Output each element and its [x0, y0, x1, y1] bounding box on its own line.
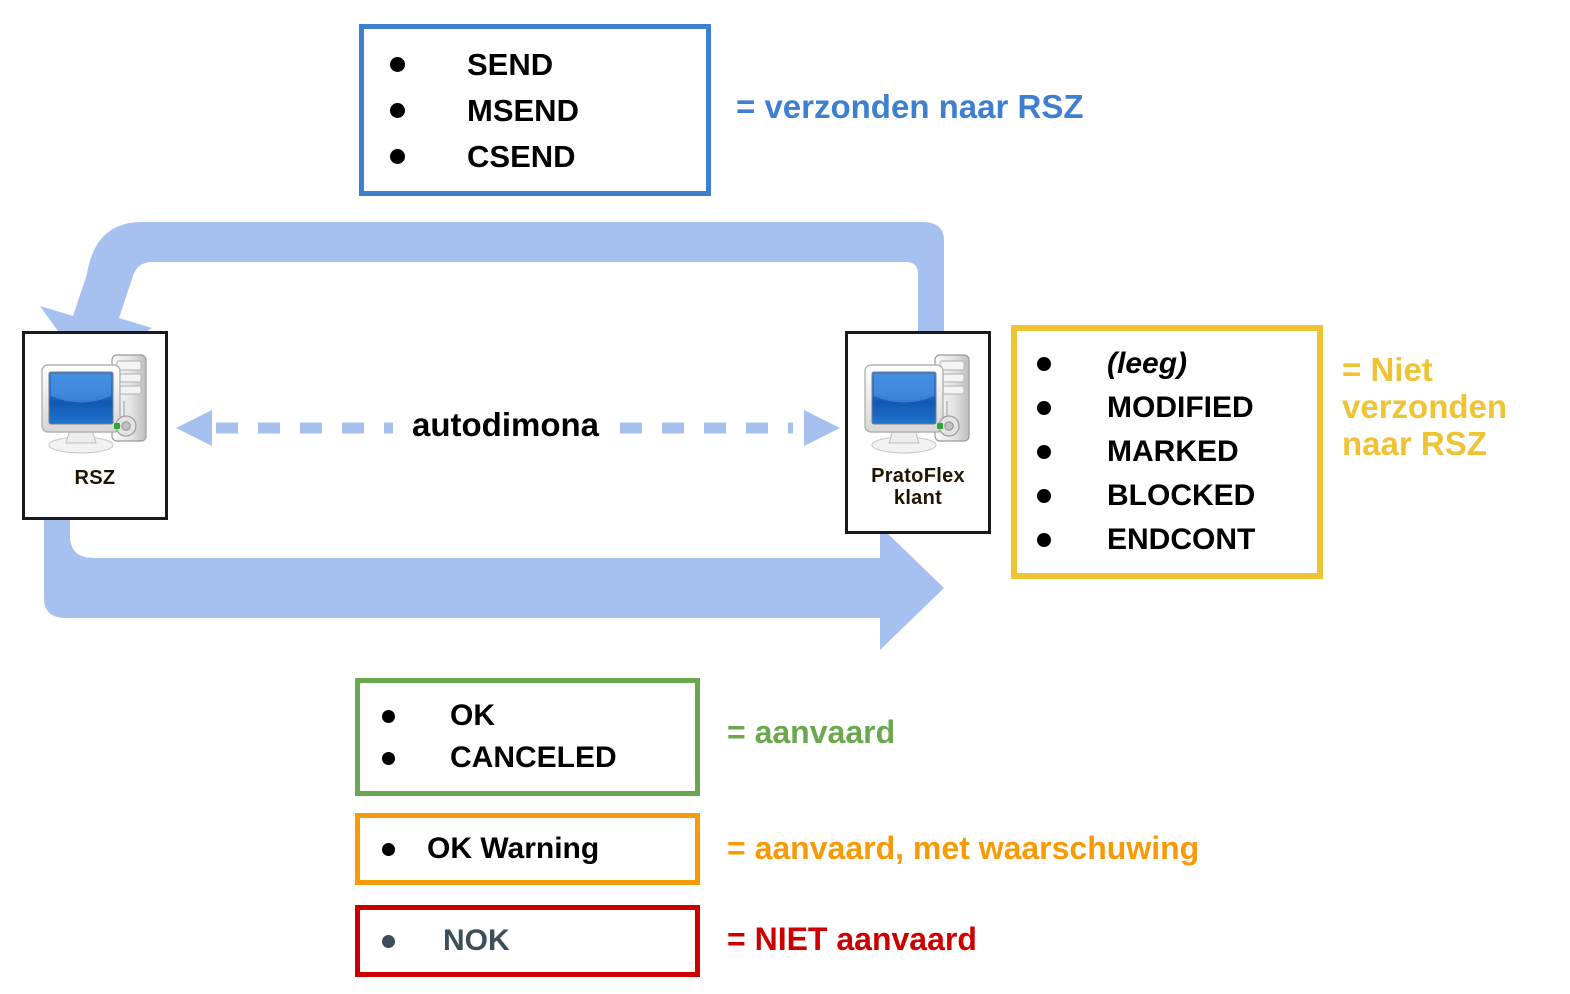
- rejected-legend-text: = NIET aanvaard: [727, 921, 977, 957]
- list-item: MARKED: [1037, 430, 1317, 474]
- list-item: CANCELED: [382, 737, 695, 779]
- sent-legend-text: = verzonden naar RSZ: [736, 88, 1084, 125]
- bullet-icon: [1037, 357, 1051, 371]
- bullet-icon: [382, 934, 395, 948]
- arrowhead-left-icon: [176, 410, 212, 446]
- warning-legend-text: = aanvaard, met waarschuwing: [727, 830, 1200, 866]
- status-label: MODIFIED: [1107, 391, 1254, 424]
- autodimona-connectors: [176, 410, 840, 446]
- status-label: MARKED: [1107, 435, 1239, 468]
- status-label: (leeg): [1107, 347, 1188, 380]
- arrow-rsz-to-pratoflex: [44, 500, 944, 650]
- node-rsz: RSZ: [22, 331, 168, 520]
- bullet-icon: [390, 56, 405, 72]
- computer-icon: [41, 354, 147, 454]
- list-item: (leeg): [1037, 342, 1317, 386]
- not-sent-status-box: (leeg) MODIFIED MARKED BLOCKED ENDCONT: [1011, 325, 1323, 579]
- list-item: OK Warning: [382, 828, 695, 870]
- bullet-icon: [1037, 401, 1051, 415]
- arrowhead-right-icon: [804, 410, 840, 446]
- status-label: NOK: [443, 924, 510, 957]
- bullet-icon: [382, 842, 395, 856]
- bullet-icon: [1037, 445, 1051, 459]
- list-item: MSEND: [390, 87, 706, 133]
- connector-label-autodimona: autodimona: [412, 406, 599, 443]
- bullet-icon: [1037, 533, 1051, 547]
- node-pratoflex: PratoFlex klant: [845, 331, 991, 534]
- bullet-icon: [382, 751, 395, 765]
- process-loop-arrows: [40, 222, 944, 650]
- list-item: CSEND: [390, 133, 706, 179]
- list-item: NOK: [382, 920, 695, 962]
- list-item: SEND: [390, 41, 706, 87]
- status-label: OK: [450, 699, 495, 732]
- status-label: OK Warning: [427, 832, 600, 865]
- bullet-icon: [390, 148, 405, 164]
- status-label: CSEND: [467, 138, 576, 174]
- list-item: MODIFIED: [1037, 386, 1317, 430]
- bullet-icon: [390, 102, 405, 118]
- not-sent-legend-text: = Niet verzonden naar RSZ: [1342, 351, 1508, 462]
- list-item: OK: [382, 695, 695, 737]
- list-item: BLOCKED: [1037, 474, 1317, 518]
- status-label: BLOCKED: [1107, 479, 1256, 512]
- status-label: MSEND: [467, 92, 579, 128]
- status-label: SEND: [467, 46, 554, 82]
- node-label-rsz: RSZ: [74, 467, 116, 489]
- sent-status-box: SEND MSEND CSEND: [359, 24, 711, 196]
- list-item: ENDCONT: [1037, 518, 1317, 562]
- node-label-pratoflex: PratoFlex klant: [871, 465, 965, 509]
- warning-status-box: OK Warning: [355, 813, 700, 885]
- computer-icon: [864, 354, 970, 454]
- accepted-legend-text: = aanvaard: [727, 714, 896, 750]
- arrow-pratoflex-to-rsz: [40, 222, 944, 370]
- bullet-icon: [1037, 489, 1051, 503]
- status-label: CANCELED: [450, 741, 617, 774]
- bullet-icon: [382, 709, 395, 723]
- status-label: ENDCONT: [1107, 523, 1256, 556]
- accepted-status-box: OK CANCELED: [355, 678, 700, 796]
- rejected-status-box: NOK: [355, 905, 700, 977]
